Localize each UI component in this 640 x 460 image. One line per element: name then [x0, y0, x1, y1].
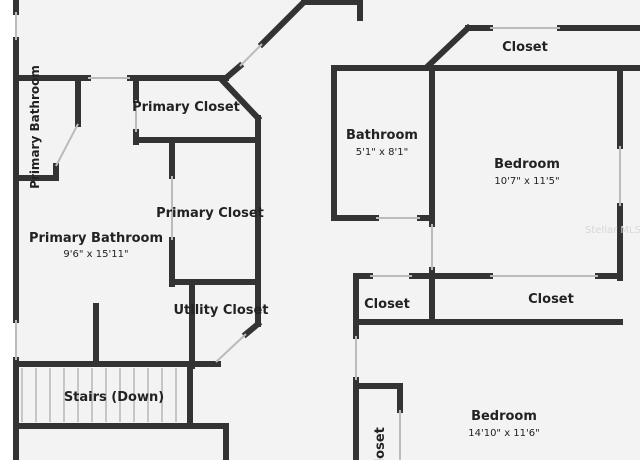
bathroom-dims: 5'1" x 8'1"	[356, 147, 408, 158]
stairs-label: Stairs (Down)	[64, 390, 164, 405]
closet-small-label: Closet	[364, 297, 410, 312]
closet-vertical-label: Closet	[373, 427, 388, 460]
primary-closet-mid-label: Primary Closet	[156, 206, 264, 221]
openings	[15, 12, 621, 460]
walls	[13, 0, 640, 460]
bedroom-bottom-label: Bedroom	[471, 409, 537, 424]
bedroom-right-dims: 10'7" x 11'5"	[494, 176, 559, 187]
bedroom-bottom-dims: 14'10" x 11'6"	[468, 428, 540, 439]
outside-area	[18, 428, 226, 460]
closet-top-label: Closet	[502, 40, 548, 55]
closet-wide-label: Closet	[528, 292, 574, 307]
utility-closet-label: Utility Closet	[173, 303, 268, 318]
primary-closet-top-label: Primary Closet	[132, 100, 240, 115]
primary-bathroom-label: Primary Bathroom	[29, 231, 163, 246]
primary-bathroom-small-label: Primary Bathroom	[28, 65, 42, 189]
primary-bathroom-dims: 9'6" x 15'11"	[63, 249, 128, 260]
bedroom-right-label: Bedroom	[494, 157, 560, 172]
watermark: Stellar MLS	[585, 225, 640, 236]
stair-treads	[21, 368, 177, 422]
bathroom-label: Bathroom	[346, 128, 418, 143]
